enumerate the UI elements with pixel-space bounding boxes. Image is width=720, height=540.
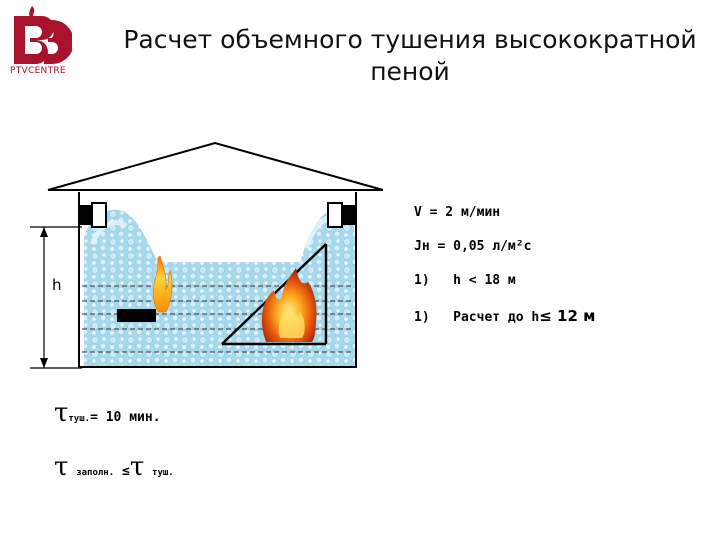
- tau-symbol: τ: [54, 398, 69, 428]
- formula-fill-condition: τ заполн. ≤τ туш.: [54, 452, 174, 482]
- condition-2-text: Расчет до h: [453, 310, 540, 325]
- small-flame-icon: [153, 255, 173, 313]
- condition-1-number: 1): [414, 273, 430, 288]
- condition-2: 1) Расчет до h≤ 12 м: [414, 307, 595, 325]
- foam-generator-right-icon: [327, 202, 355, 228]
- tau-symbol-2: τ: [54, 452, 69, 482]
- foam-generator-left-icon: [80, 202, 107, 228]
- foam-intensity-j: Jн = 0,05 л/м²с: [414, 239, 532, 254]
- title-line-1: Расчет объемного тушения высокократной: [123, 25, 697, 54]
- large-fire-icon: [261, 268, 317, 342]
- condition-1: 1) h < 18 м: [414, 273, 516, 288]
- tau-sub-1: туш.: [68, 414, 91, 424]
- tau-sub-2: туш.: [152, 468, 174, 478]
- le-symbol: ≤: [121, 464, 130, 479]
- burning-object-block: [117, 309, 156, 322]
- roof-outline: [47, 141, 384, 191]
- condition-2-symbol: ≤ 12 м: [539, 307, 596, 325]
- foam-rate-v: V = 2 м/мин: [414, 205, 501, 220]
- ptv-logo-icon: [14, 6, 72, 64]
- tau-symbol-3: τ: [129, 452, 145, 482]
- formula-extinguishing-time: τтуш.= 10 мин.: [54, 398, 161, 428]
- tau-sub-fill: заполн.: [76, 468, 115, 478]
- condition-1-text: h < 18 м: [453, 273, 516, 288]
- slide-title: Расчет объемного тушения высокократной п…: [100, 24, 720, 88]
- logo-text: PTVCENTRE: [10, 66, 66, 76]
- height-label: h: [52, 276, 62, 294]
- title-line-2: пеной: [370, 57, 450, 86]
- height-dimension: [30, 226, 82, 369]
- formula-1-value: = 10 мин.: [90, 410, 161, 425]
- condition-2-number: 1): [414, 310, 430, 325]
